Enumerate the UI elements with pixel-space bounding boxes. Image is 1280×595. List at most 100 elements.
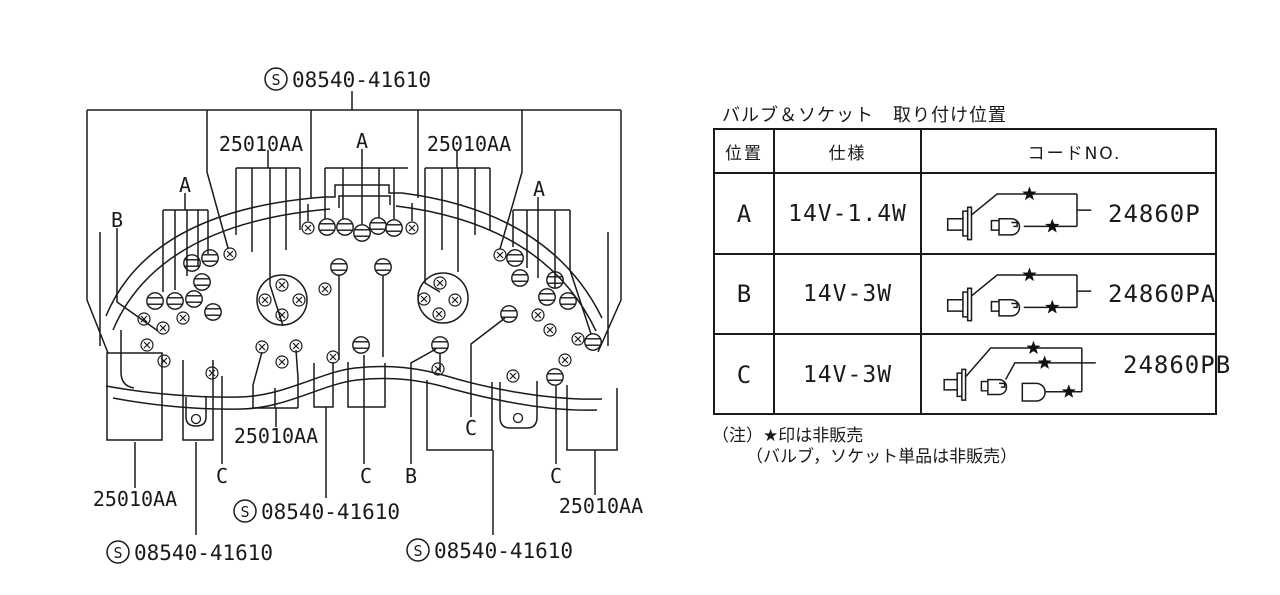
bulb-icon: [990, 217, 1021, 236]
bulb-symbol: [146, 292, 164, 310]
bulb-symbol: [511, 269, 529, 287]
screw-symbol: [431, 362, 445, 376]
screw-symbol: [292, 293, 306, 307]
bulb-symbol: [330, 258, 348, 276]
screw-symbol: [506, 369, 520, 383]
screw-symbol: [433, 276, 447, 290]
star-icon: [1037, 355, 1052, 369]
bulb-symbol: [538, 288, 556, 306]
footnote: （注）★印は非販売 （バルブ，ソケット単品は非販売）: [712, 426, 1017, 468]
diagram-label: A: [356, 129, 368, 153]
star-icon: [1045, 218, 1060, 233]
callout-combs: [162, 149, 592, 427]
screw-symbol: [417, 292, 431, 306]
screw-symbol: [326, 350, 340, 364]
star-icon: [1026, 340, 1041, 355]
bulb-icon: [990, 298, 1021, 317]
bulb-symbol: [204, 303, 222, 321]
connector-lines: [970, 193, 1092, 228]
socket-icon: [946, 287, 973, 321]
connector-lines: [970, 273, 1092, 308]
diagram-label: A: [533, 177, 545, 201]
screw-symbol: [558, 353, 572, 367]
bulb-symbol: [584, 333, 602, 351]
part-number: 08540-41610: [434, 539, 573, 563]
bulb-icon: [980, 378, 1008, 396]
screw-symbol: [157, 354, 171, 368]
s-prefix: S: [113, 544, 122, 562]
bulb-symbol: [374, 258, 392, 276]
table-title: バルブ＆ソケット 取り付け位置: [722, 105, 1007, 126]
table-row-a: A 14V-1.4W 24860P: [715, 174, 1215, 255]
screw-symbol: [448, 293, 462, 307]
screw-symbol: [255, 340, 269, 354]
bulb-symbol: [385, 219, 403, 237]
screw-symbol: [289, 339, 303, 353]
footnote-line1: （注）★印は非販売: [712, 426, 864, 446]
screw-symbol: [156, 321, 170, 335]
star-icon: [1045, 299, 1060, 313]
bulb-symbol: [506, 249, 524, 267]
star-icon: [1022, 266, 1037, 281]
spec-cell: 14V-1.4W: [775, 174, 922, 253]
connector-lines: [965, 347, 1096, 393]
bulb-symbol: [369, 217, 387, 235]
diagram-label: C: [360, 464, 372, 488]
part-number: 08540-41610: [134, 541, 273, 565]
socket-bulb-cap-figure: [943, 340, 1096, 402]
diagram-label: C: [465, 416, 477, 440]
bulb-symbol: [352, 336, 370, 354]
code-number: 24860PA: [1108, 280, 1217, 308]
spec-cell: 14V-3W: [775, 255, 922, 333]
screw-symbol: [176, 311, 190, 325]
screw-symbol: [301, 221, 315, 235]
screw-symbol: [543, 323, 557, 337]
screw-symbol: [432, 307, 446, 321]
screw-symbol: [531, 308, 545, 322]
s-prefix: S: [271, 71, 280, 89]
col-header-spec: 仕様: [775, 130, 922, 172]
socket-icon: [943, 368, 967, 401]
bulb-symbol: [193, 273, 211, 291]
socket-icon: [946, 206, 973, 241]
screw-part-callout: S 08540-41610: [406, 538, 573, 563]
diagram-label: 25010AA: [559, 494, 643, 518]
star-icon: [1022, 186, 1037, 201]
diagram-label: 25010AA: [427, 132, 511, 156]
cap-icon: [1021, 382, 1046, 402]
screw-symbol: [571, 332, 585, 346]
table-header-row: 位置 仕様 コードNO.: [715, 130, 1215, 174]
diagram-label: 25010AA: [93, 487, 177, 511]
socket-bulb-figure: [946, 266, 1092, 321]
position-cell: C: [715, 335, 775, 415]
spec-cell: 14V-3W: [775, 335, 922, 415]
position-cell: A: [715, 174, 775, 253]
bulb-symbol: [318, 218, 336, 236]
diagram-label: A: [179, 173, 191, 197]
s-prefix: S: [413, 542, 422, 560]
screw-symbol: [493, 248, 507, 262]
star-icon: [1061, 384, 1076, 398]
col-header-code: コードNO.: [1027, 143, 1122, 164]
diagram-label: 25010AA: [219, 132, 303, 156]
leader-lines: [116, 91, 596, 535]
housing-outline: [86, 109, 622, 451]
gauge-opening: [256, 274, 308, 326]
screw-symbol: [140, 338, 154, 352]
part-number: 08540-41610: [261, 500, 400, 524]
s-prefix: S: [240, 503, 249, 521]
position-cell: B: [715, 255, 775, 333]
screw-symbol: [223, 247, 237, 261]
diagram-label: C: [550, 464, 562, 488]
screw-symbol: [275, 308, 289, 322]
screw-symbol: [137, 312, 151, 326]
bulb-symbol: [546, 368, 564, 386]
pin-hole: [512, 412, 524, 424]
screw-part-callout: S 08540-41610: [106, 540, 273, 565]
bulb-symbol: [546, 271, 564, 289]
code-number: 24860PB: [1123, 351, 1232, 379]
diagram-label: B: [405, 464, 417, 488]
